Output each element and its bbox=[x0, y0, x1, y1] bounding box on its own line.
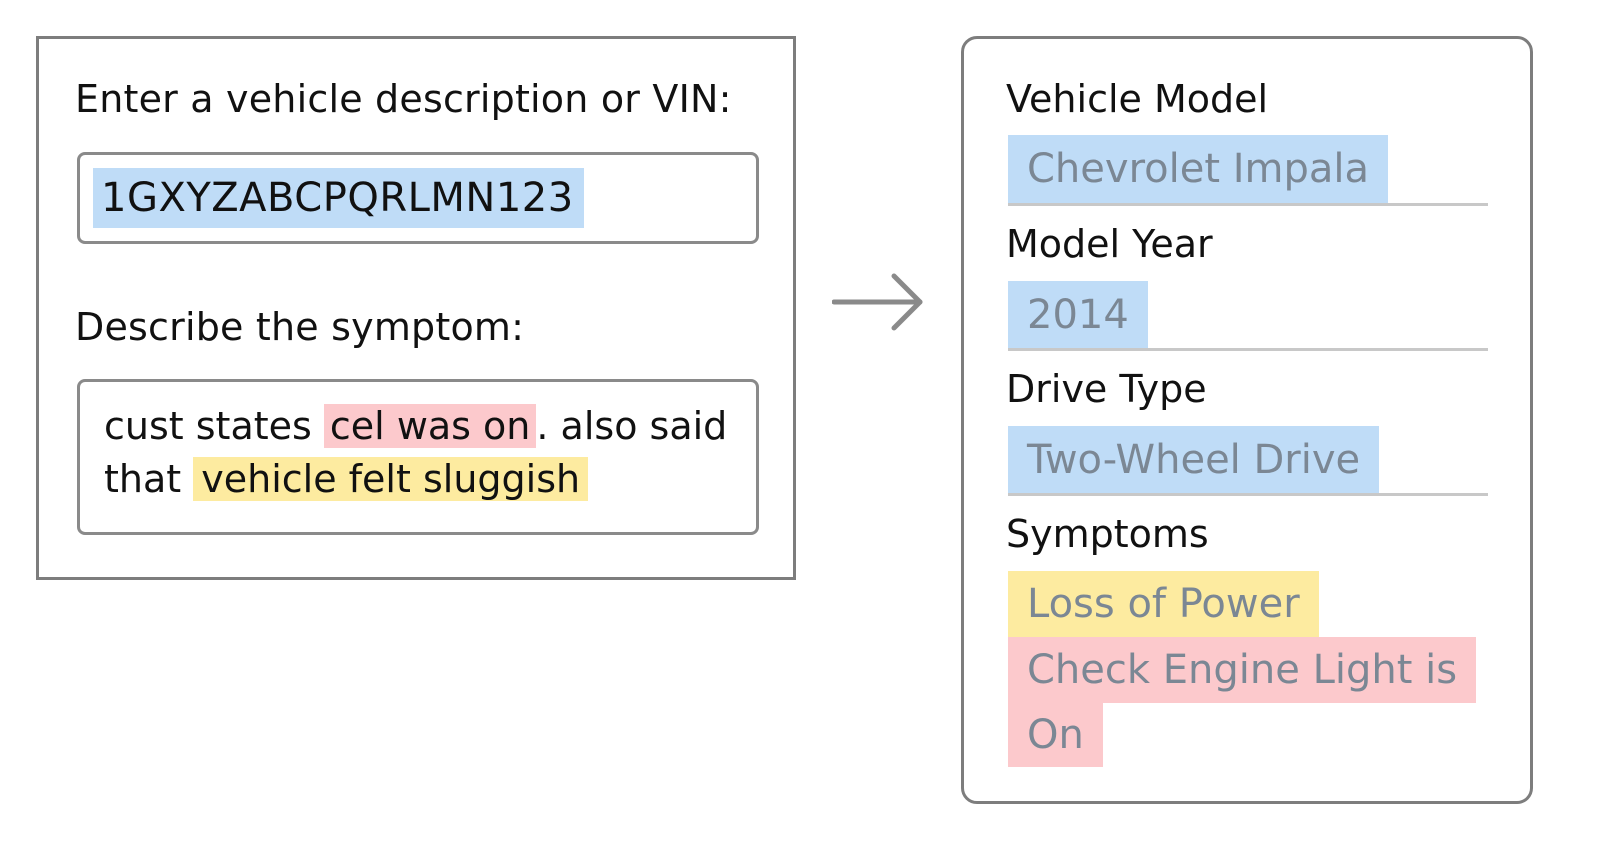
symptom-text-part1: cust states bbox=[104, 404, 324, 448]
divider bbox=[1008, 348, 1488, 351]
model-year-label: Model Year bbox=[1006, 222, 1213, 266]
divider bbox=[1008, 493, 1488, 496]
divider bbox=[1008, 203, 1488, 206]
symptom-text-part2: . also said bbox=[536, 404, 728, 448]
vin-input[interactable]: 1GXYZABCPQRLMN123 bbox=[77, 152, 759, 244]
symptom-check-engine-light-line1: Check Engine Light is bbox=[1008, 637, 1477, 703]
symptom-textarea[interactable]: cust states cel was on. also said that v… bbox=[77, 379, 759, 535]
model-year-value: 2014 bbox=[1008, 281, 1148, 349]
vehicle-model-value: Chevrolet Impala bbox=[1008, 135, 1389, 203]
symptom-line-2: that vehicle felt sluggish bbox=[104, 453, 744, 506]
vin-value-highlight: 1GXYZABCPQRLMN123 bbox=[93, 168, 584, 228]
symptom-text-part3: that bbox=[104, 457, 194, 501]
symptom-check-engine-light-line2: On bbox=[1008, 703, 1103, 767]
drive-type-label: Drive Type bbox=[1006, 367, 1207, 411]
right-arrow-icon bbox=[832, 273, 923, 331]
symptom-loss-of-power: Loss of Power bbox=[1008, 571, 1319, 637]
vin-field-label: Enter a vehicle description or VIN: bbox=[75, 77, 732, 121]
input-panel: Enter a vehicle description or VIN: 1GXY… bbox=[36, 36, 796, 580]
symptom-highlight-yellow: vehicle felt sluggish bbox=[193, 457, 589, 501]
symptom-highlight-red: cel was on bbox=[323, 404, 537, 448]
drive-type-value: Two-Wheel Drive bbox=[1008, 426, 1380, 494]
symptom-field-label: Describe the symptom: bbox=[75, 305, 525, 349]
output-panel: Vehicle Model Chevrolet Impala Model Yea… bbox=[961, 36, 1533, 804]
symptoms-label: Symptoms bbox=[1006, 512, 1209, 556]
vehicle-model-label: Vehicle Model bbox=[1006, 77, 1269, 121]
symptom-line-1: cust states cel was on. also said bbox=[104, 400, 744, 453]
symptom-text: cust states cel was on. also said that v… bbox=[104, 400, 744, 506]
